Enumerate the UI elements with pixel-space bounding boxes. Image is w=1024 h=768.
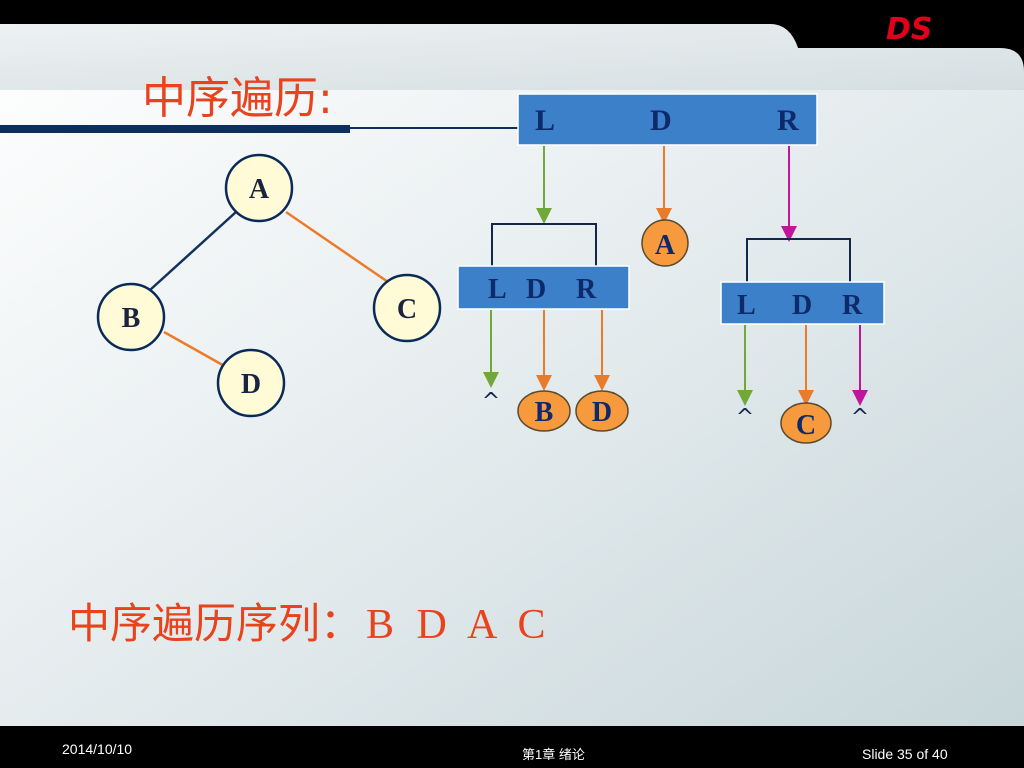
left-box-d: D xyxy=(526,274,546,305)
right-box-d: D xyxy=(792,290,812,321)
left-subtree-bracket xyxy=(491,223,597,266)
result-prefix: 中序遍历序列： xyxy=(68,599,363,648)
slide-title: 中序遍历: xyxy=(142,73,333,124)
tree-node-c-label: C xyxy=(397,294,417,325)
left-value-node-b xyxy=(517,390,571,432)
traversal-diagram: L D R A L D R ^ B D L D R ^ C xyxy=(457,93,885,444)
left-box-r: R xyxy=(576,274,597,305)
brand-logo: DS xyxy=(886,12,933,47)
root-ldr-box xyxy=(517,93,818,146)
left-value-label-b: B xyxy=(535,397,554,428)
left-null-marker: ^ xyxy=(482,389,500,414)
result-sequence: 中序遍历序列：B D A C xyxy=(68,590,552,651)
right-null-marker-right: ^ xyxy=(851,405,869,430)
binary-tree: A B C D xyxy=(96,153,442,418)
footer-slide-number: Slide 35 of 40 xyxy=(862,746,948,762)
tree-node-a-label: A xyxy=(249,174,270,205)
tree-node-a xyxy=(224,153,294,223)
root-box-l: L xyxy=(535,104,555,137)
left-box-l: L xyxy=(488,274,507,305)
result-values: B D A C xyxy=(366,602,552,648)
header-tab-shade xyxy=(0,24,1024,90)
root-box-d: D xyxy=(650,104,672,137)
tree-edge-a-c xyxy=(285,210,389,284)
tree-edge-a-b xyxy=(149,211,237,291)
right-subtree-bracket xyxy=(746,238,851,282)
footer-date: 2014/10/10 xyxy=(62,741,133,757)
left-value-node-d xyxy=(575,390,629,432)
tree-node-d-label: D xyxy=(241,369,261,400)
right-value-label-c: C xyxy=(796,410,816,441)
right-ldr-box xyxy=(720,281,885,325)
left-value-label-d: D xyxy=(592,397,612,428)
right-box-l: L xyxy=(737,290,756,321)
tree-node-b-label: B xyxy=(122,303,141,334)
root-value-label: A xyxy=(655,230,676,261)
right-box-r: R xyxy=(842,290,863,321)
root-box-r: R xyxy=(777,104,799,137)
left-ldr-box xyxy=(457,265,630,310)
header-rule-thick xyxy=(0,125,350,133)
tree-node-c xyxy=(372,273,442,343)
root-value-node xyxy=(641,219,689,267)
tree-node-d xyxy=(216,348,286,418)
tree-node-b xyxy=(96,282,166,352)
right-null-marker-left: ^ xyxy=(736,405,754,430)
tree-edge-b-d xyxy=(163,330,229,370)
footer-chapter: 第1章 绪论 xyxy=(522,747,585,762)
right-value-node-c xyxy=(780,402,832,444)
